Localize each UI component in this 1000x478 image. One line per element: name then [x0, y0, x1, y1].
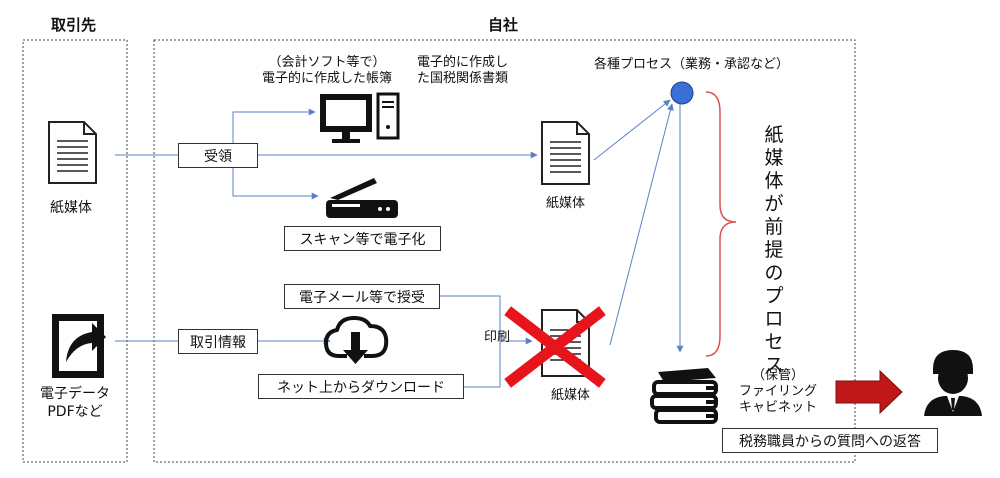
storage-label-1: （保管）: [751, 368, 804, 383]
partner-paper-label: 紙媒体: [50, 200, 92, 216]
process-label: 各種プロセス（業務・承認など）: [594, 57, 790, 72]
crossed-paper-label: 紙媒体: [551, 388, 591, 403]
reply-box: 税務職員からの質問への返答: [722, 428, 938, 453]
trade-info-box: 取引情報: [178, 329, 258, 354]
storage-label-2: ファイリング: [738, 384, 817, 399]
process-node: [670, 81, 694, 105]
share-file-icon: [52, 314, 106, 378]
desktop-computer-icon: [320, 92, 400, 143]
print-label: 印刷: [484, 330, 511, 345]
document-icon: [541, 121, 590, 185]
partner-electronic-label-2: PDFなど: [47, 404, 103, 420]
email-box: 電子メール等で授受: [284, 284, 440, 309]
partner-header: 取引先: [51, 16, 97, 34]
tax-docs-label-2: た国税関係書類: [417, 71, 509, 86]
partner-electronic-label-1: 電子データ: [40, 386, 110, 402]
paper-premise-brace: [705, 91, 737, 357]
paper-premise-label: 紙媒体が前提のプロセス: [764, 124, 784, 376]
cloud-download-icon: [324, 316, 389, 364]
books-icon: [650, 368, 718, 424]
big-arrow-icon: [835, 369, 903, 415]
scan-box: スキャン等で電子化: [284, 226, 441, 251]
receive-box: 受領: [178, 143, 258, 168]
company-region: [153, 39, 856, 463]
company-header: 自社: [488, 16, 519, 34]
document-icon: [48, 121, 97, 184]
storage-label-3: キャビネット: [738, 400, 817, 415]
connector-lines: [115, 99, 684, 388]
accounting-label-1: （会計ソフト等で）: [268, 55, 386, 70]
tax-docs-label-1: 電子的に作成し: [417, 55, 509, 70]
officer-icon: [924, 350, 982, 416]
download-box: ネット上からダウンロード: [258, 374, 464, 399]
cross-out-icon: [504, 306, 606, 388]
paper-doc-label: 紙媒体: [546, 196, 586, 211]
scanner-icon: [326, 178, 398, 218]
accounting-label-2: 電子的に作成した帳簿: [261, 71, 392, 86]
partner-region: [22, 39, 128, 463]
